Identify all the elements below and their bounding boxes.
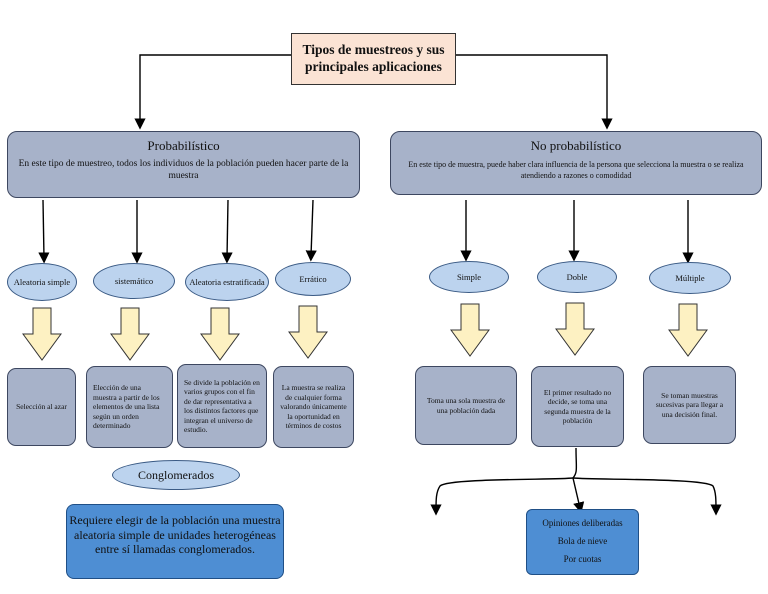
block-arrow-5 — [450, 303, 490, 357]
no-probabilistico-description: En este tipo de muestra, puede haber cla… — [408, 160, 744, 180]
oval-aleatoria-simple: Aleatoria simple — [7, 263, 77, 301]
title-line-1: Tipos de muestreos y sus — [302, 42, 445, 57]
conglomerados-detail: Requiere elegir de la población una mues… — [66, 504, 284, 579]
probabilistico-box: Probabilístico En este tipo de muestreo,… — [7, 131, 360, 198]
oval-sistematico: sistemático — [93, 263, 175, 299]
doble-options-box: Opiniones deliberadas Bola de nieve Por … — [526, 509, 639, 575]
card-simple: Toma una sola muestra de una población d… — [415, 366, 517, 445]
oval-doble: Doble — [537, 261, 617, 293]
card-sistematico: Elección de una muestra a partir de los … — [86, 366, 173, 448]
oval-aleatoria-estratificada: Aleatoria estratificada — [185, 263, 269, 301]
block-arrow-2 — [110, 307, 150, 361]
card-aleatoria-estratificada: Se divide la población en varios grupos … — [177, 364, 267, 448]
block-arrow-6 — [555, 302, 595, 356]
card-erratico: La muestra se realiza de cualquier forma… — [273, 366, 354, 448]
block-arrow-4 — [288, 305, 328, 359]
oval-simple: Simple — [429, 261, 509, 293]
diagram-title: Tipos de muestreos y sus principales apl… — [291, 33, 456, 85]
block-arrow-7 — [668, 303, 708, 357]
block-arrow-3 — [200, 307, 240, 361]
oval-conglomerados: Conglomerados — [112, 460, 240, 490]
option-opiniones-deliberadas: Opiniones deliberadas — [542, 518, 623, 528]
oval-erratico: Errático — [275, 262, 351, 296]
block-arrow-1 — [22, 307, 62, 361]
title-line-2: principales aplicaciones — [305, 59, 442, 74]
option-bola-de-nieve: Bola de nieve — [557, 536, 608, 546]
oval-multiple: Múltiple — [649, 262, 731, 294]
probabilistico-description: En este tipo de muestreo, todos los indi… — [18, 159, 349, 181]
no-probabilistico-box: No probabilístico En este tipo de muestr… — [390, 131, 762, 195]
card-aleatoria-simple: Selección al azar — [7, 368, 76, 446]
no-probabilistico-heading: No probabilístico — [530, 138, 622, 153]
option-por-cuotas: Por cuotas — [563, 554, 602, 564]
card-doble: El primer resultado no decide, se toma u… — [531, 366, 624, 447]
probabilistico-heading: Probabilístico — [147, 138, 220, 153]
card-multiple: Se toman muestras sucesivas para llegar … — [643, 366, 736, 444]
